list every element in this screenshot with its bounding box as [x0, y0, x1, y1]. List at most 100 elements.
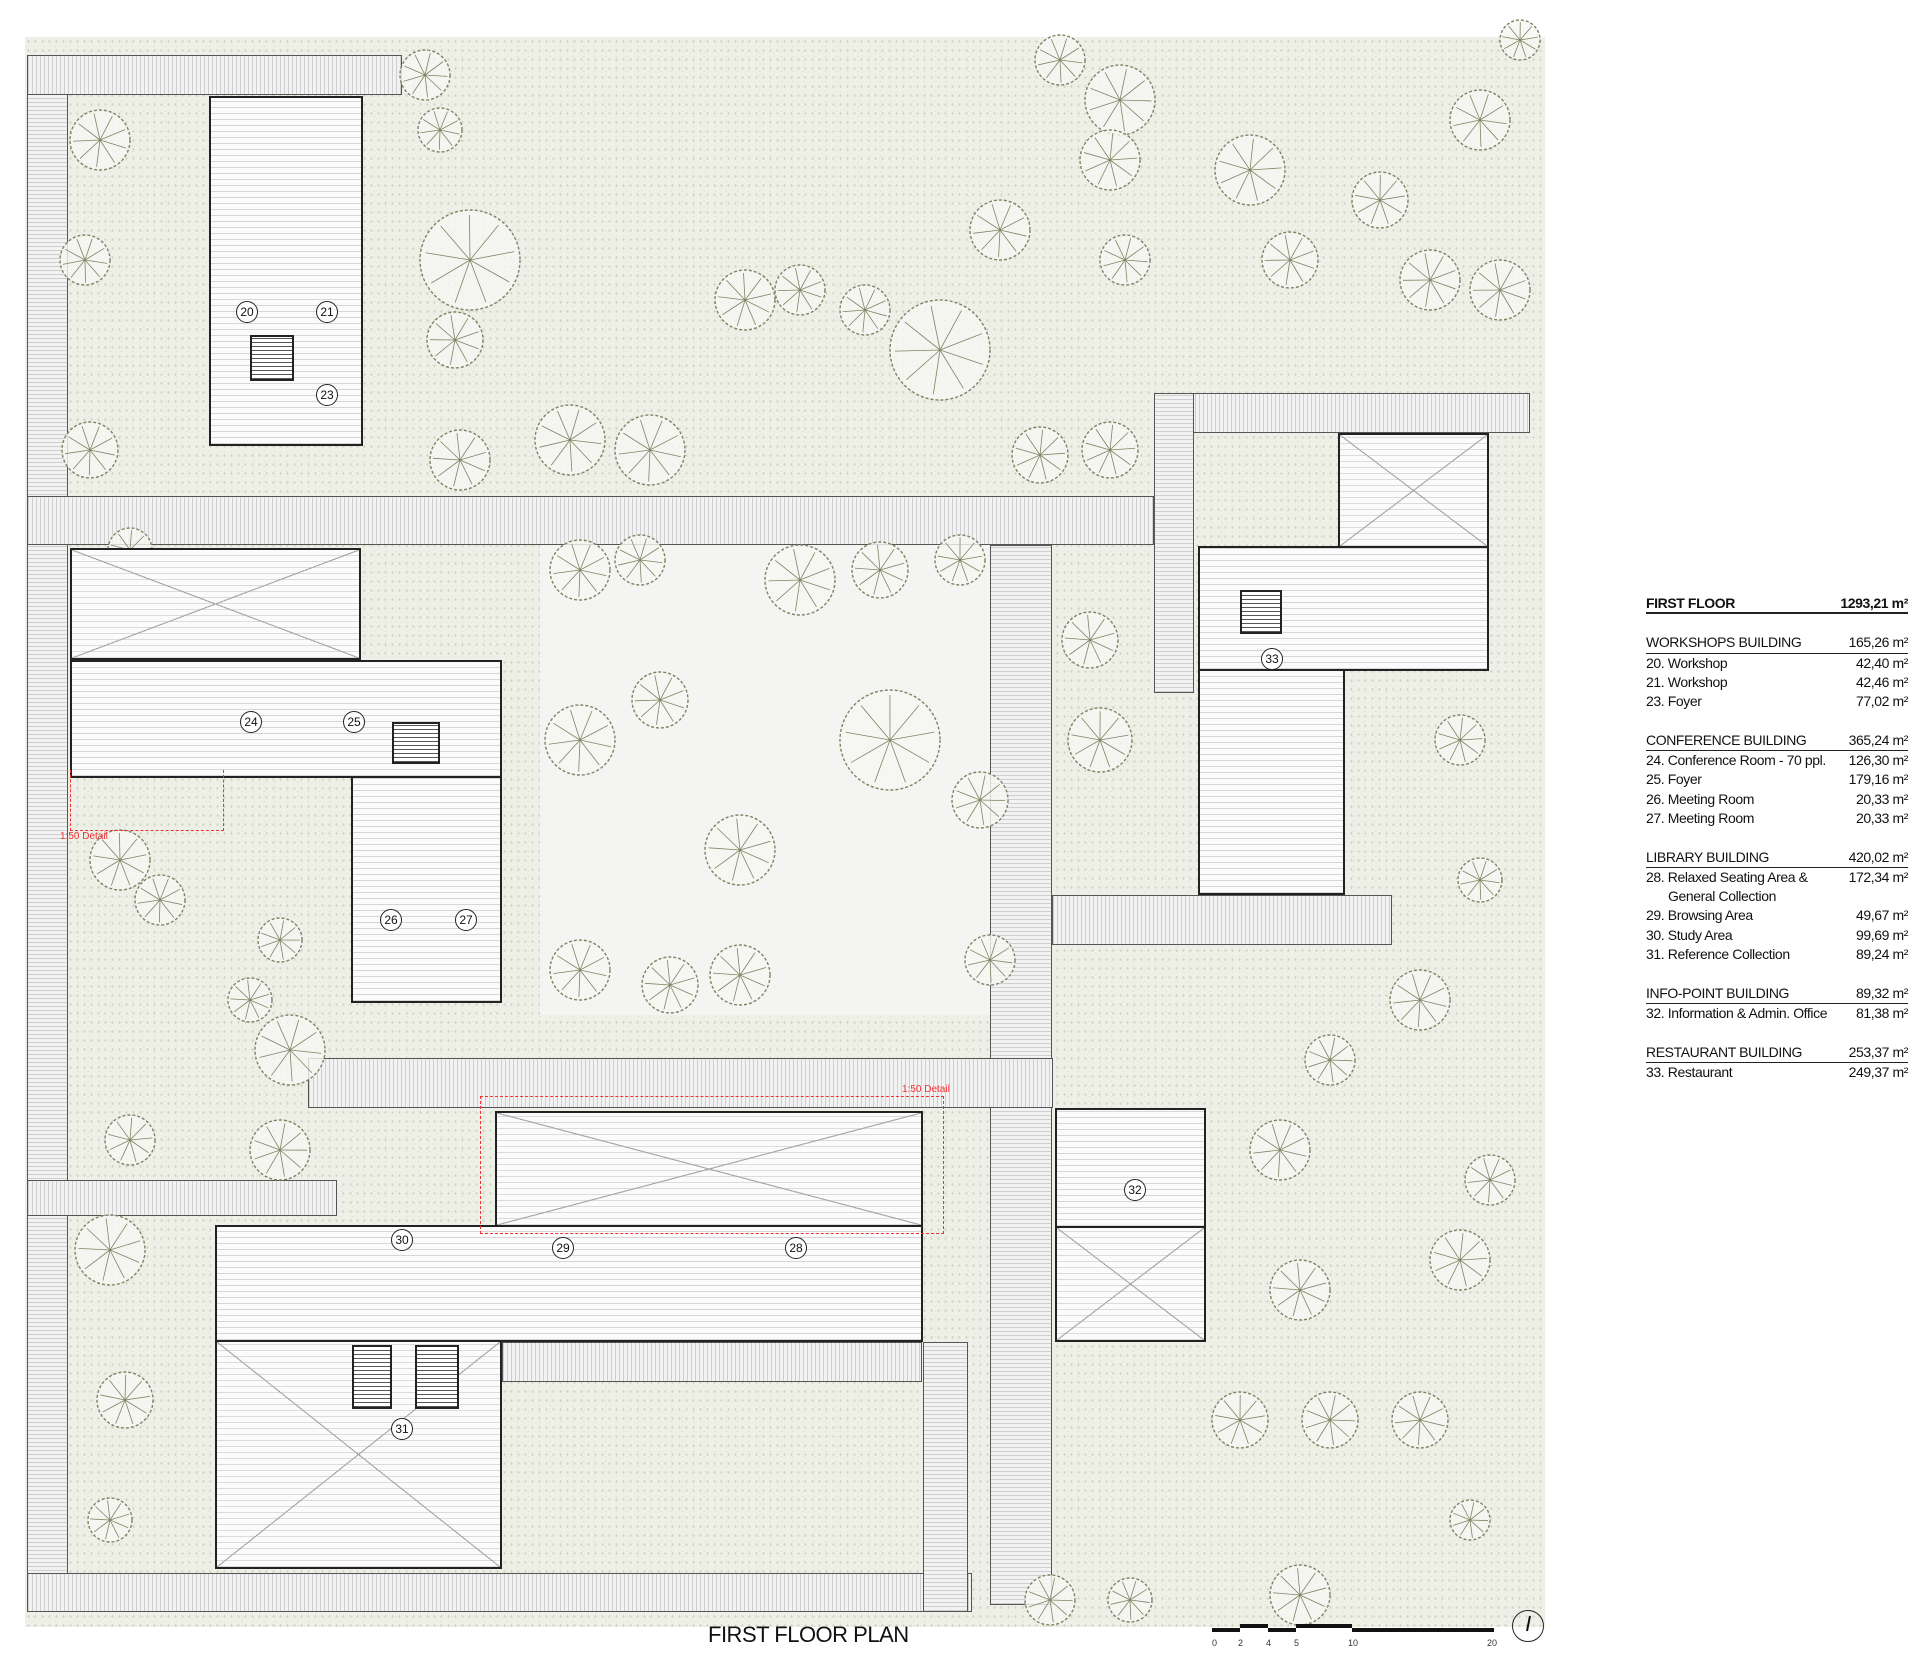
- room-number-25: 25: [343, 711, 365, 733]
- restaurant-building-lower: [1198, 669, 1345, 895]
- tree-icon: [614, 414, 686, 486]
- restaurant-building-upper: [1338, 433, 1489, 548]
- room-number-31: 31: [391, 1418, 413, 1440]
- tree-icon: [1429, 1229, 1491, 1291]
- legend-room-label: 24. Conference Room - 70 ppl.: [1646, 752, 1826, 769]
- north-arrow-icon: [1512, 1610, 1544, 1642]
- conference-building-upper: [70, 548, 361, 660]
- room-number-27: 27: [455, 909, 477, 931]
- library-building-upper: [495, 1111, 923, 1227]
- walkway-restaurant: [1052, 895, 1392, 945]
- legend-building-area: 89,32 m²: [1855, 984, 1908, 1001]
- tree-icon: [399, 49, 451, 101]
- legend-total-area: 1293,21 m²: [1840, 595, 1908, 611]
- legend-room-area: 20,33 m²: [1855, 809, 1908, 826]
- tree-icon: [1079, 129, 1141, 191]
- legend-building-name: INFO-POINT BUILDING: [1646, 984, 1790, 1001]
- legend-building-area: 365,24 m²: [1848, 731, 1909, 748]
- room-number-23: 23: [316, 384, 338, 406]
- tree-icon: [1391, 1391, 1449, 1449]
- tree-icon: [1464, 1154, 1516, 1206]
- legend-room-label: 23. Foyer: [1646, 693, 1702, 710]
- tree-icon: [544, 704, 616, 776]
- detail-boundary-conference: [70, 770, 224, 831]
- tree-icon: [1269, 1564, 1331, 1626]
- tree-icon: [426, 311, 484, 369]
- legend-room-row: 28. Relaxed Seating Area &172,34 m²: [1646, 868, 1908, 887]
- legend-room-area: 99,69 m²: [1855, 926, 1908, 943]
- workshops-building: [209, 96, 363, 446]
- legend-room-area: 126,30 m²: [1848, 752, 1909, 769]
- legend-room-label: 32. Information & Admin. Office: [1646, 1004, 1828, 1021]
- tree-icon: [704, 814, 776, 886]
- library-stair-core: [352, 1345, 392, 1409]
- legend-room-area: 20,33 m²: [1855, 790, 1908, 807]
- tree-icon: [1269, 1259, 1331, 1321]
- tree-icon: [1214, 134, 1286, 206]
- legend-room-row: 31. Reference Collection 89,24 m²: [1646, 945, 1908, 964]
- tree-icon: [951, 771, 1009, 829]
- scale-tick: 4: [1266, 1638, 1271, 1648]
- tree-icon: [969, 199, 1031, 261]
- tree-icon: [1389, 969, 1451, 1031]
- tree-icon: [549, 939, 611, 1001]
- tree-icon: [774, 264, 826, 316]
- walkway-middle: [308, 1058, 1053, 1108]
- tree-icon: [934, 534, 986, 586]
- tree-icon: [104, 1114, 156, 1166]
- tree-icon: [429, 429, 491, 491]
- walkway-library: [502, 1342, 922, 1382]
- tree-icon: [641, 956, 699, 1014]
- legend-building-area: 253,37 m²: [1848, 1043, 1909, 1060]
- tree-icon: [87, 1497, 133, 1543]
- tree-icon: [254, 1014, 326, 1086]
- tree-icon: [134, 874, 186, 926]
- legend-room-label: 33. Restaurant: [1646, 1063, 1733, 1080]
- legend-room-label: 31. Reference Collection: [1646, 946, 1790, 963]
- restaurant-stair-core: [1240, 590, 1282, 634]
- legend-room-area: 89,24 m²: [1855, 946, 1908, 963]
- tree-icon: [839, 689, 941, 791]
- legend-room-label: 26. Meeting Room: [1646, 790, 1754, 807]
- tree-icon: [714, 269, 776, 331]
- tree-icon: [1061, 611, 1119, 669]
- legend-room-row: 26. Meeting Room 20,33 m²: [1646, 790, 1908, 809]
- legend-room-area: 42,40 m²: [1855, 654, 1908, 671]
- detail-boundary-library: [480, 1096, 944, 1234]
- tree-icon: [257, 917, 303, 963]
- legend-total-label: FIRST FLOOR: [1646, 595, 1735, 611]
- info-point-building: [1055, 1108, 1206, 1228]
- scale-tick: 5: [1294, 1638, 1299, 1648]
- legend-total: FIRST FLOOR 1293,21 m²: [1646, 594, 1908, 614]
- room-number-33: 33: [1261, 648, 1283, 670]
- tree-icon: [534, 404, 606, 476]
- tree-icon: [614, 534, 666, 586]
- tree-icon: [61, 421, 119, 479]
- tree-icon: [1211, 1391, 1269, 1449]
- room-number-28: 28: [785, 1237, 807, 1259]
- tree-icon: [839, 284, 891, 336]
- tree-icon: [59, 234, 111, 286]
- tree-icon: [851, 541, 909, 599]
- tree-icon: [1434, 714, 1486, 766]
- tree-icon: [1081, 421, 1139, 479]
- tree-icon: [1449, 1499, 1491, 1541]
- tree-icon: [1469, 259, 1531, 321]
- tree-icon: [96, 1371, 154, 1429]
- legend-room-row: 23. Foyer 77,02 m²: [1646, 692, 1908, 711]
- scale-tick: 20: [1487, 1638, 1497, 1648]
- legend-room-area: 77,02 m²: [1855, 693, 1908, 710]
- tree-icon: [709, 944, 771, 1006]
- walkway-northeast: [1154, 393, 1530, 433]
- conference-building-lower: [351, 776, 502, 1003]
- legend-room-label: 21. Workshop: [1646, 673, 1728, 690]
